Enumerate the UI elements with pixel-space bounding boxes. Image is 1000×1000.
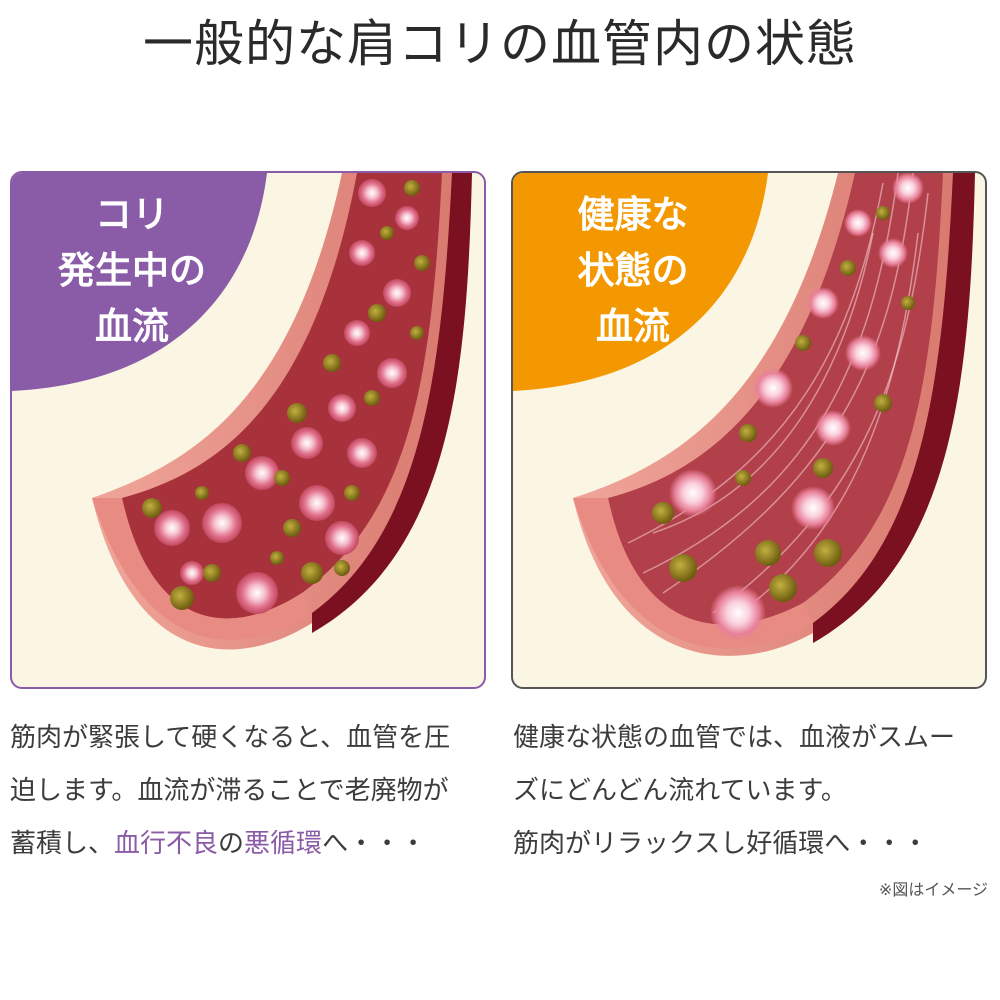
description-text: の	[218, 829, 245, 859]
blood-cells	[669, 173, 924, 641]
plaque-particles	[142, 180, 430, 610]
image-note: ※図はイメージ	[878, 880, 988, 899]
healthy-vessel-illustration	[513, 173, 975, 656]
highlight-poor-circulation: 血行不良	[114, 829, 219, 859]
description-line: 健康な状態の血管では、血液がスムー	[513, 723, 956, 753]
description-healthy: 健康な状態の血管では、血液がスムー ズにどんどん流れています。 筋肉がリラックス…	[513, 712, 993, 871]
congested-vessel-illustration	[12, 173, 472, 650]
badge-label-healthy: 健康な 状態の 血流	[577, 193, 689, 348]
description-line: ズにどんどん流れています。	[513, 776, 847, 806]
blood-cells	[154, 179, 419, 614]
page-title: 一般的な肩コリの血管内の状態	[143, 15, 857, 73]
panel-healthy: 健康な 状態の 血流	[511, 171, 987, 689]
badge-label-congested: コリ 発生中の 血流	[58, 193, 206, 348]
description-line: 筋肉がリラックスし好循環へ・・・	[513, 829, 929, 859]
description-text: へ・・・	[322, 829, 427, 859]
description-line: 蓄積し、血行不良の悪循環へ・・・	[10, 818, 490, 871]
panel-congested: コリ 発生中の 血流	[10, 171, 486, 689]
badge-shape	[513, 173, 768, 391]
description-congested: 筋肉が緊張して硬くなると、血管を圧 迫します。血流が滞ることで老廃物が 蓄積し、…	[10, 712, 490, 871]
description-line: 筋肉が緊張して硬くなると、血管を圧	[10, 723, 451, 753]
plaque-particles	[652, 206, 915, 602]
description-text: 蓄積し、	[10, 829, 115, 859]
description-line: 迫します。血流が滞ることで老廃物が	[10, 776, 449, 806]
badge-shape	[12, 173, 267, 391]
highlight-vicious-cycle: 悪循環	[244, 829, 323, 859]
